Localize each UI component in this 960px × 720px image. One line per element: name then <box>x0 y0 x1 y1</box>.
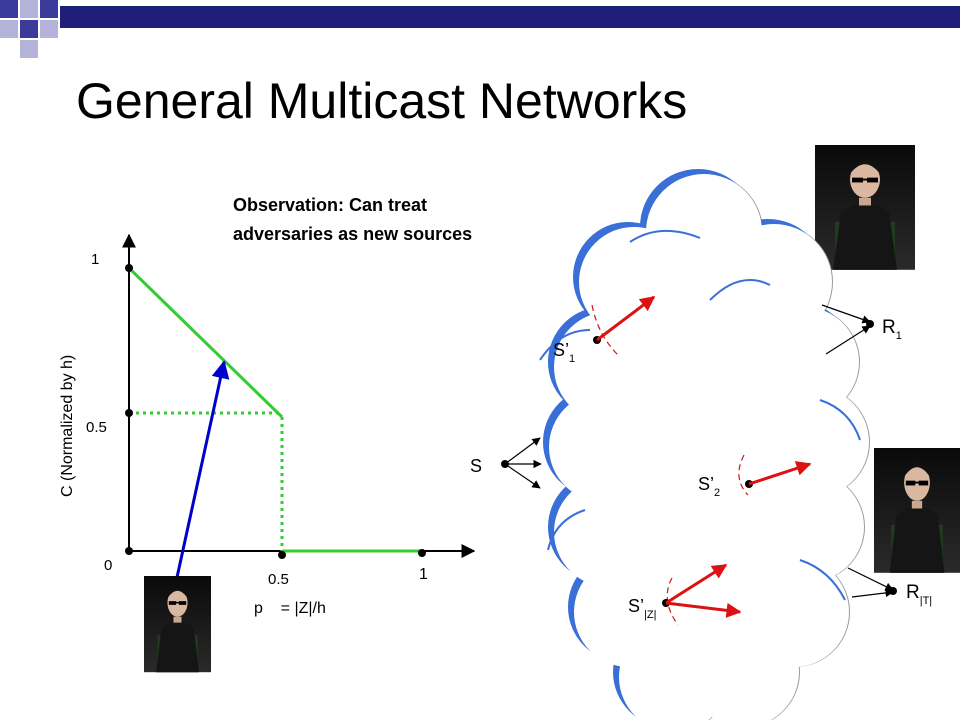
slide-title: General Multicast Networks <box>76 73 687 129</box>
adversary-blue-arrow <box>174 360 230 583</box>
receiver-t: R|T| <box>847 567 932 607</box>
capacity-chart: 1 0.5 0 0.5 1 C (Normalized by h) p = |Z… <box>59 233 476 617</box>
adversary-source-1: S’1 <box>553 295 656 365</box>
adversary-1-sub: 1 <box>569 353 575 365</box>
receiver-t-sub: |T| <box>920 595 932 607</box>
adversary-source-2: S’2 <box>698 454 812 499</box>
adversary-figure-icon <box>874 448 960 573</box>
network-cloud <box>539 169 870 720</box>
capacity-line-decline <box>127 266 284 419</box>
tick-dot-y1 <box>125 264 133 272</box>
y-tick-0-5: 0.5 <box>86 419 107 436</box>
x-axis-label: p = |Z|/h <box>254 600 326 617</box>
title-decoration <box>0 0 960 58</box>
tick-dot-y05 <box>125 409 133 417</box>
source-node: S <box>470 437 542 489</box>
receiver-1-label: R <box>882 317 896 338</box>
y-tick-0: 0 <box>104 557 112 574</box>
tick-dot-origin <box>125 547 133 555</box>
adversary-figure-icon <box>144 576 211 673</box>
x-tick-1: 1 <box>419 566 428 583</box>
source-label: S <box>470 456 482 476</box>
adversary-2-label: S’ <box>698 474 714 494</box>
adversary-1-label: S’ <box>553 340 569 360</box>
adversary-source-z: S’|Z| <box>628 563 742 626</box>
svg-text:S’|Z|: S’|Z| <box>628 596 656 621</box>
tick-dot-x1 <box>418 549 426 557</box>
svg-text:R1: R1 <box>882 317 902 342</box>
y-tick-1: 1 <box>91 251 99 268</box>
receiver-1-sub: 1 <box>896 330 902 342</box>
adversary-z-sub: |Z| <box>644 609 656 621</box>
svg-text:S’1: S’1 <box>553 340 575 365</box>
observation-line-1: Observation: Can treat <box>233 195 427 215</box>
receiver-t-label: R <box>906 582 920 603</box>
adversary-2-sub: 2 <box>714 487 720 499</box>
tick-dot-x05 <box>278 551 286 559</box>
svg-text:S’2: S’2 <box>698 474 720 499</box>
x-tick-0-5: 0.5 <box>268 571 289 588</box>
y-axis-label: C (Normalized by h) <box>59 355 76 497</box>
svg-text:R|T|: R|T| <box>906 582 932 607</box>
adversary-figure-icon <box>815 145 915 270</box>
observation-line-2: adversaries as new sources <box>233 224 472 244</box>
adversary-z-label: S’ <box>628 596 644 616</box>
receiver-1: R1 <box>821 304 902 355</box>
